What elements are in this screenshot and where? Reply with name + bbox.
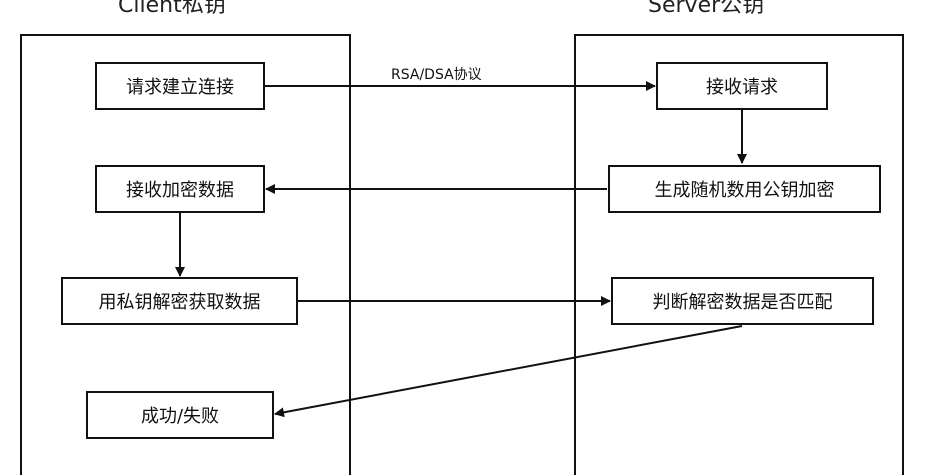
arrow-verify-to-result bbox=[274, 325, 743, 418]
step-receive-encrypted-data: 接收加密数据 bbox=[95, 165, 265, 213]
protocol-label: RSA/DSA协议 bbox=[391, 67, 482, 83]
step-decrypt-with-private-key: 用私钥解密获取数据 bbox=[61, 277, 298, 325]
step-request-connection: 请求建立连接 bbox=[95, 62, 265, 110]
step-success-failure: 成功/失败 bbox=[86, 391, 274, 439]
client-lane-title: Client私钥 bbox=[118, 0, 226, 18]
step-receive-request: 接收请求 bbox=[656, 62, 828, 110]
server-lane-title: Server公钥 bbox=[648, 0, 765, 18]
step-verify-decrypted-data: 判断解密数据是否匹配 bbox=[611, 277, 874, 325]
server-lane bbox=[574, 34, 904, 475]
step-generate-encrypt: 生成随机数用公钥加密 bbox=[608, 165, 881, 213]
client-lane bbox=[20, 34, 351, 475]
